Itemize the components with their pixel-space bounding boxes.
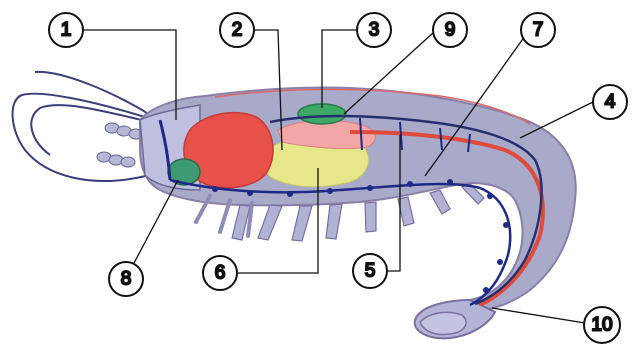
callout-7-label: 7 — [533, 20, 544, 41]
callout-9-label: 9 — [445, 20, 456, 41]
callout-6: 6 — [203, 256, 237, 290]
callout-4: 4 — [593, 85, 627, 119]
callout-5: 5 — [353, 254, 387, 288]
callout-3: 3 — [357, 13, 391, 47]
tail-fan — [415, 300, 495, 338]
callout-2-label: 2 — [232, 20, 243, 41]
callout-1-label: 1 — [61, 20, 72, 41]
callout-2: 2 — [220, 13, 254, 47]
callout-10: 10 — [584, 307, 620, 343]
callout-5-label: 5 — [365, 261, 376, 282]
callout-3-label: 3 — [369, 20, 380, 41]
callout-8: 8 — [109, 262, 143, 296]
callout-9: 9 — [433, 13, 467, 47]
callout-1: 1 — [49, 13, 83, 47]
callout-4-label: 4 — [605, 92, 616, 113]
callout-8-label: 8 — [121, 269, 132, 290]
callout-6-label: 6 — [215, 263, 226, 284]
callout-7: 7 — [521, 13, 555, 47]
antennal-segments — [97, 123, 143, 167]
callout-10-label: 10 — [591, 315, 612, 336]
leader-8 — [133, 180, 178, 265]
leader-4 — [520, 102, 593, 138]
leader-10 — [492, 308, 585, 323]
